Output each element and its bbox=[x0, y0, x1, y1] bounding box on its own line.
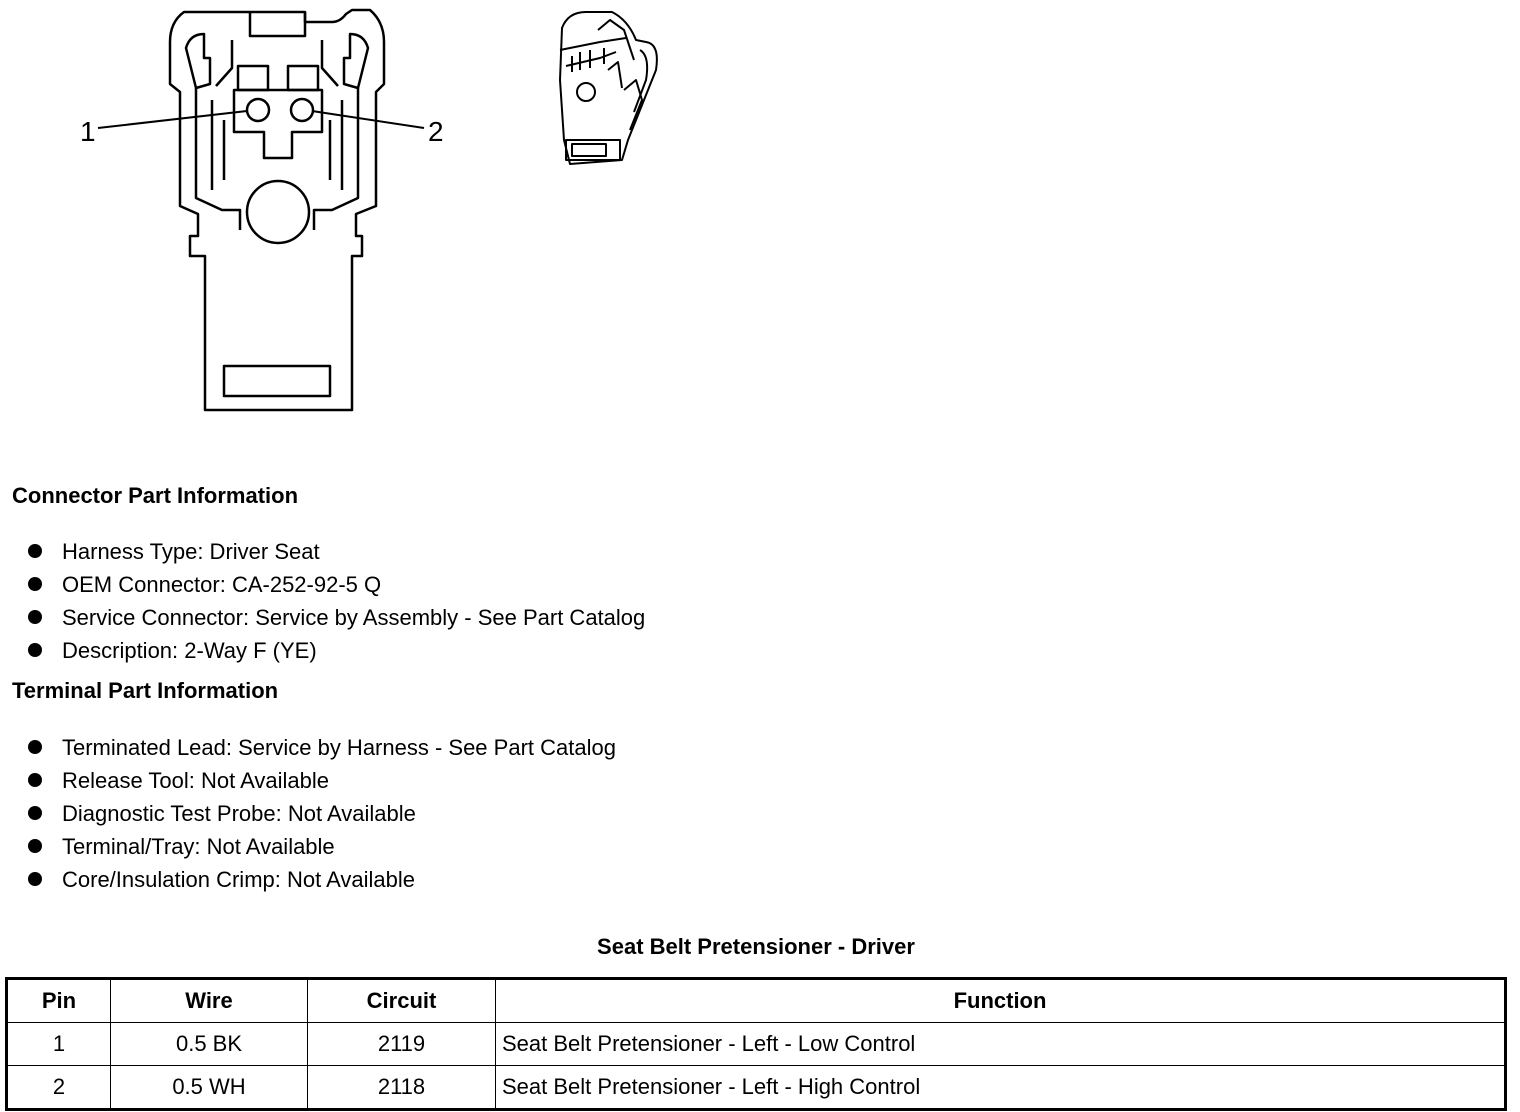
bullet-icon bbox=[28, 577, 42, 592]
connector-face-outline bbox=[168, 8, 386, 412]
pin-table: Pin Wire Circuit Function 1 0.5 BK 2119 … bbox=[5, 977, 1507, 1111]
header-pin: Pin bbox=[6, 978, 111, 1023]
list-item: Core/Insulation Crimp: Not Available bbox=[28, 863, 616, 896]
pin-label-2: 2 bbox=[428, 116, 444, 147]
list-item: Terminated Lead: Service by Harness - Se… bbox=[28, 731, 616, 764]
connector-diagram: 1 2 bbox=[80, 8, 658, 412]
cell-circuit: 2118 bbox=[307, 1065, 496, 1110]
pin-label-1: 1 bbox=[80, 116, 96, 147]
cell-pin: 2 bbox=[6, 1065, 111, 1110]
cell-wire: 0.5 BK bbox=[110, 1022, 308, 1066]
label-window bbox=[222, 364, 332, 398]
pin-table-title: Seat Belt Pretensioner - Driver bbox=[597, 934, 915, 959]
terminal-part-info-heading: Terminal Part Information bbox=[12, 678, 279, 703]
terminal-cavity-1 bbox=[245, 97, 271, 123]
cell-circuit: 2119 bbox=[307, 1022, 496, 1066]
list-item: Terminal/Tray: Not Available bbox=[28, 830, 616, 863]
table-header-row: Pin Wire Circuit Function bbox=[6, 978, 1506, 1023]
cell-pin: 1 bbox=[6, 1022, 111, 1066]
connector-part-info-heading: Connector Part Information bbox=[12, 483, 299, 508]
bullet-icon bbox=[28, 740, 42, 755]
connector-isometric-icon bbox=[559, 11, 658, 165]
header-function: Function bbox=[495, 978, 1506, 1023]
table-row: 1 0.5 BK 2119 Seat Belt Pretensioner - L… bbox=[6, 1022, 1506, 1066]
cell-function: Seat Belt Pretensioner - Left - High Con… bbox=[495, 1065, 1506, 1110]
list-item: Diagnostic Test Probe: Not Available bbox=[28, 797, 616, 830]
list-item: Release Tool: Not Available bbox=[28, 764, 616, 797]
list-item: Description: 2-Way F (YE) bbox=[28, 634, 645, 667]
bullet-icon bbox=[28, 839, 42, 854]
bullet-icon bbox=[28, 773, 42, 788]
bullet-icon bbox=[28, 610, 42, 625]
cell-wire: 0.5 WH bbox=[110, 1065, 308, 1110]
bullet-icon bbox=[28, 544, 42, 559]
table-row: 2 0.5 WH 2118 Seat Belt Pretensioner - L… bbox=[6, 1065, 1506, 1110]
locating-hole bbox=[245, 179, 311, 245]
terminal-cavity-2 bbox=[289, 97, 315, 123]
cell-function: Seat Belt Pretensioner - Left - Low Cont… bbox=[495, 1022, 1506, 1066]
terminal-part-info-list: Terminated Lead: Service by Harness - Se… bbox=[28, 731, 616, 896]
bullet-icon bbox=[28, 806, 42, 821]
list-item: Harness Type: Driver Seat bbox=[28, 535, 645, 568]
header-wire: Wire bbox=[110, 978, 308, 1023]
bullet-icon bbox=[28, 643, 42, 658]
bullet-icon bbox=[28, 872, 42, 887]
list-item: OEM Connector: CA-252-92-5 Q bbox=[28, 568, 645, 601]
connector-part-info-list: Harness Type: Driver Seat OEM Connector:… bbox=[28, 535, 645, 667]
list-item: Service Connector: Service by Assembly -… bbox=[28, 601, 645, 634]
header-circuit: Circuit bbox=[307, 978, 496, 1023]
